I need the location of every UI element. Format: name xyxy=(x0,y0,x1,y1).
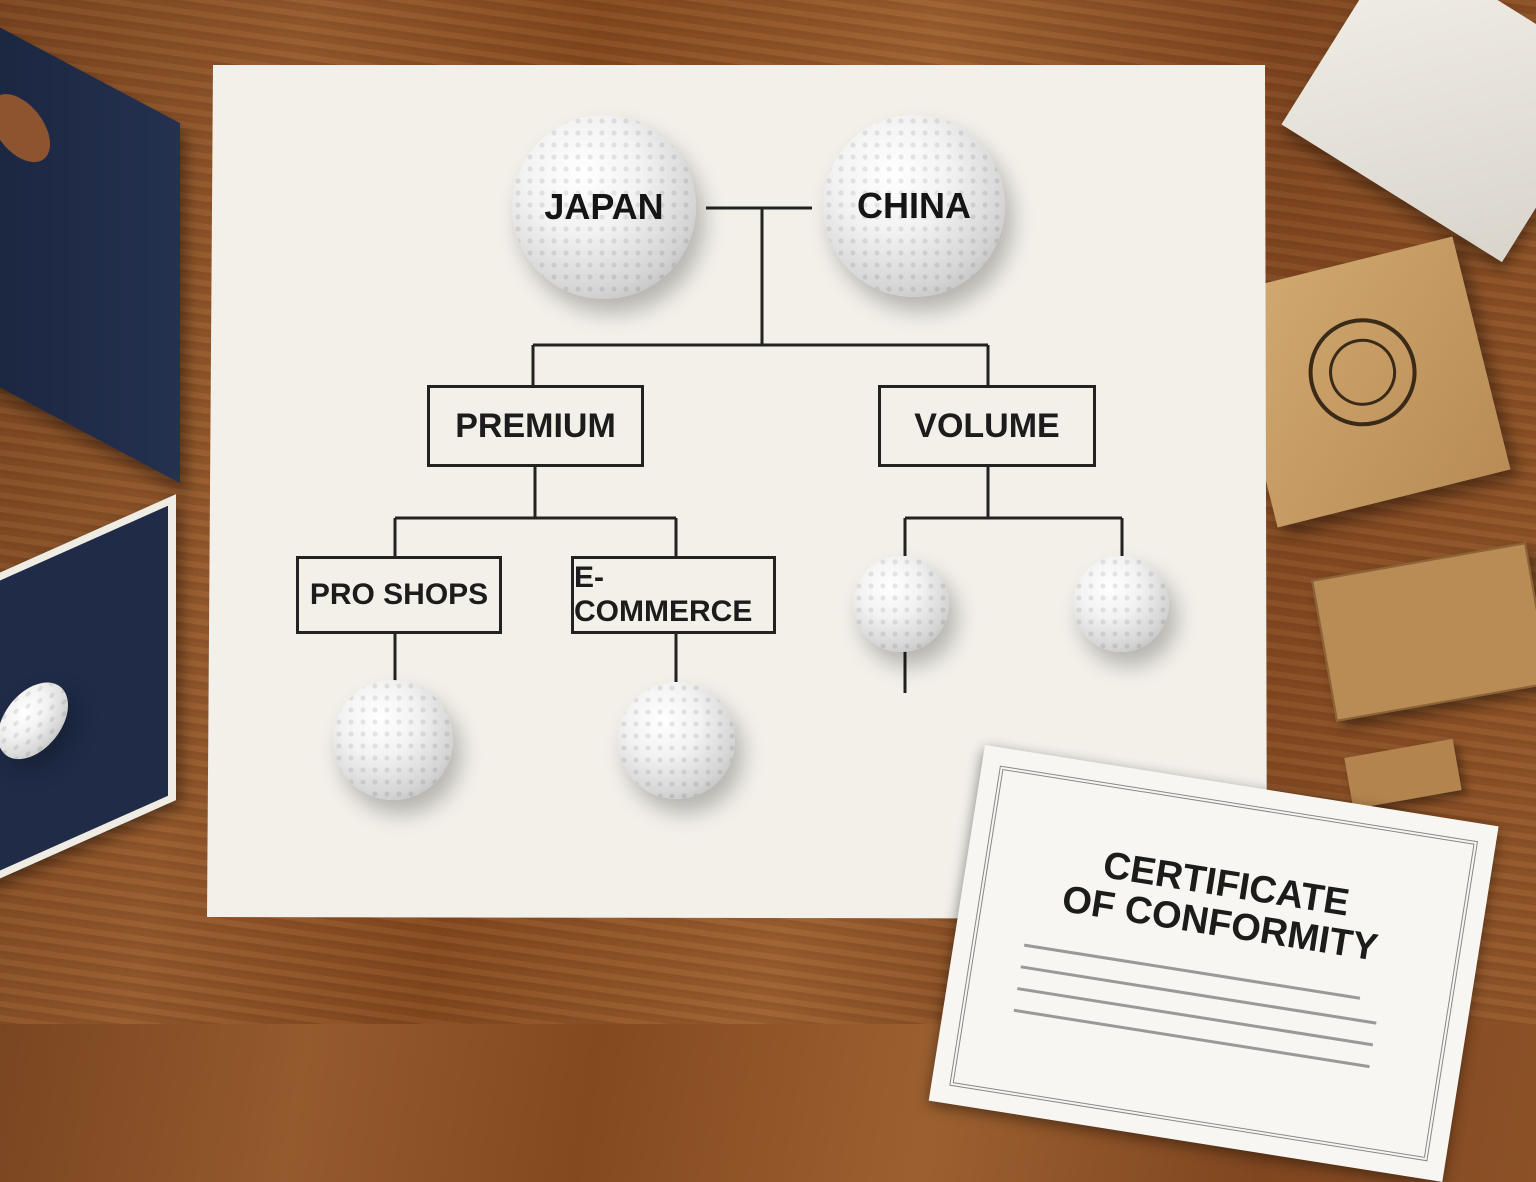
golf-ball xyxy=(853,556,949,652)
channel-box-ecommerce: E-COMMERCE xyxy=(571,556,776,634)
golf-ball xyxy=(333,680,453,800)
golf-ball xyxy=(618,682,735,799)
origin-ball-japan: JAPAN xyxy=(512,115,696,299)
segment-box-premium: PREMIUM xyxy=(427,385,644,467)
origin-label: JAPAN xyxy=(544,186,664,227)
golf-ball-logo-icon xyxy=(1308,318,1417,427)
kraft-box xyxy=(1219,236,1511,528)
golf-ball xyxy=(1073,556,1169,652)
segment-box-volume: VOLUME xyxy=(878,385,1096,467)
origin-ball-china: CHINA xyxy=(823,115,1005,297)
channel-box-pro-shops: PRO SHOPS xyxy=(296,556,502,634)
connector-lines xyxy=(393,206,1124,693)
origin-label: CHINA xyxy=(857,185,971,226)
